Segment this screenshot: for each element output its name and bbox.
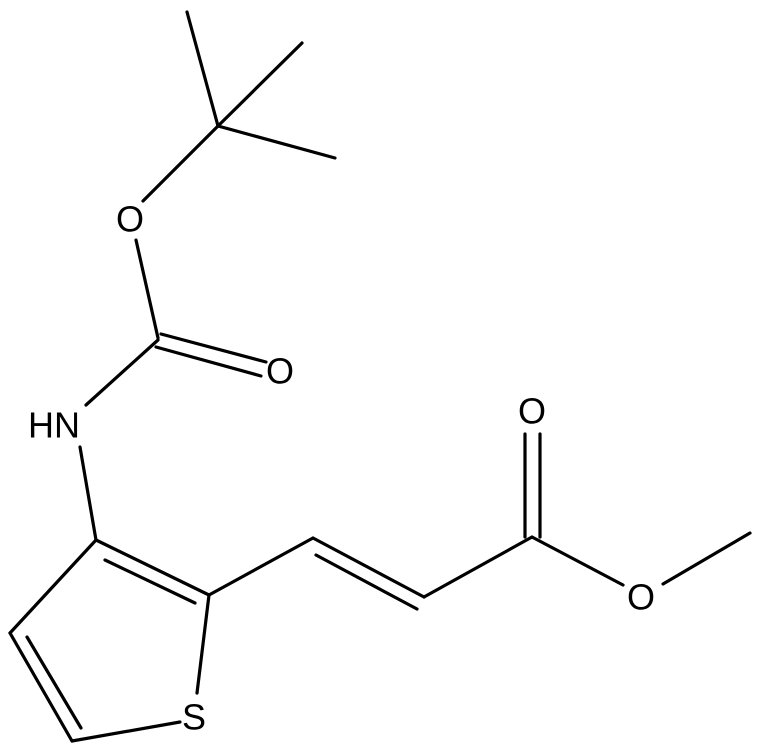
bond-vinyl-double-outer	[311, 536, 426, 599]
bond-c5-sulfur	[70, 720, 182, 743]
tert-butyl-group	[141, 10, 337, 203]
bond-tbu-methyl-right-up	[216, 41, 304, 128]
acrylate-side-chain	[207, 432, 752, 611]
bond-c3-c2-inner	[103, 558, 197, 605]
thiophene-ring	[8, 538, 211, 743]
bond-tbu-methyl-top	[185, 10, 220, 128]
bond-tbu-methyl-right-down	[216, 124, 337, 160]
bond-c4-c5-outer	[8, 631, 74, 743]
bond-c3-c4	[8, 538, 98, 635]
atom-label-carbonyl-oxygen-ester: O	[518, 391, 546, 432]
atom-labels: O O HN O O S	[28, 199, 655, 738]
atom-label-ether-oxygen-ester: O	[627, 577, 655, 618]
bond-c2-to-vinyl	[207, 536, 315, 597]
bond-ether-oxygen-to-carbonyl-carbon	[134, 238, 160, 340]
bond-nitrogen-to-ring	[78, 445, 98, 542]
bond-vinyl-double-inner	[314, 553, 419, 611]
bond-tbu-to-ether-oxygen	[141, 124, 220, 203]
atom-label-carbonyl-oxygen-boc: O	[266, 351, 294, 392]
bond-carbonyl-double-2	[154, 345, 263, 378]
atom-label-ether-oxygen-boc: O	[116, 199, 144, 240]
bond-sulfur-c2	[195, 593, 211, 695]
atom-label-nitrogen: HN	[28, 405, 80, 446]
atom-label-sulfur: S	[182, 697, 206, 738]
bond-ester-carbon-to-ether-oxygen	[530, 535, 625, 587]
bond-c3-c2-outer	[94, 538, 211, 597]
bond-carbonyl-double-1	[159, 332, 268, 364]
boc-carbamate-group	[78, 238, 268, 542]
bond-vinyl-to-ester-carbon	[422, 535, 534, 599]
bond-c4-c5-inner	[25, 635, 83, 730]
bond-carbonyl-carbon-to-nitrogen	[84, 338, 160, 407]
bond-ether-oxygen-to-methyl	[661, 531, 752, 586]
